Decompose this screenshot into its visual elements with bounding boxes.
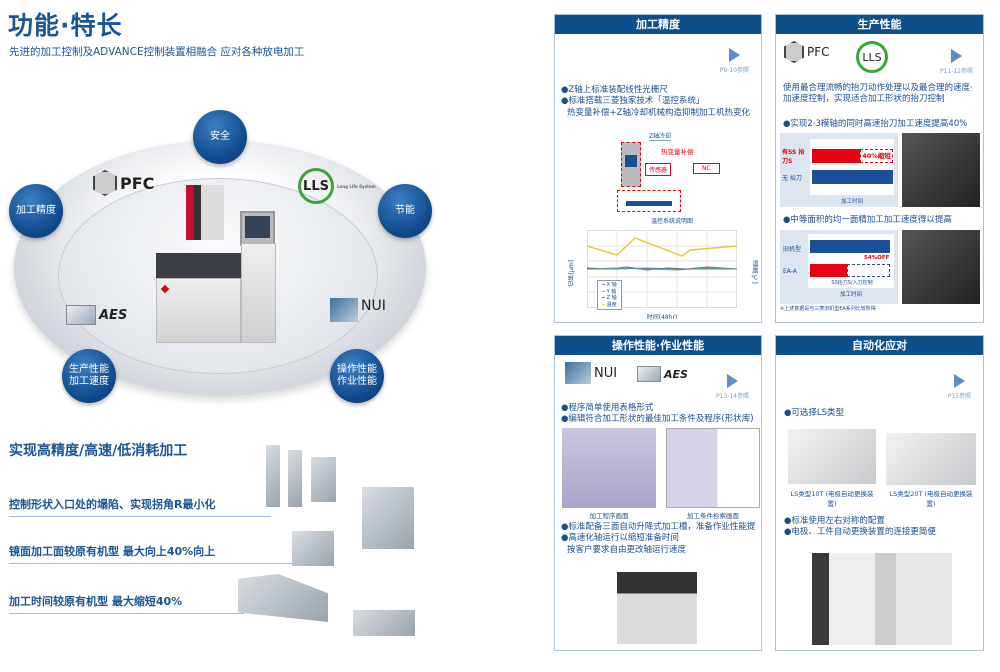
panel-accuracy: 加工精度 P9-10参照 ●Z轴上标准装配线性光栅尺 ●标准搭载三菱独家技术「温…: [554, 14, 762, 323]
caption: 加工程序画面: [589, 512, 629, 520]
bullet: ●高速化轴运行以缩短准备时间: [561, 533, 679, 544]
bubble-energy: 节能: [378, 184, 432, 238]
program-screen-image: [562, 428, 656, 508]
workpiece-image-pocket: [353, 610, 415, 636]
caption: 加工条件检索画面: [687, 512, 739, 520]
bullet: ●标准使用左右对称的配置: [784, 516, 885, 526]
page-subtitle: 先进的加工控制及ADVANCE控制装置相融合 应对各种放电加工: [9, 46, 305, 58]
aes-icon: [66, 305, 96, 325]
aes-logo: AES: [637, 366, 688, 382]
workpiece-image-mirror: [292, 531, 334, 566]
bar-new: [810, 264, 847, 277]
bubble-accuracy: 加工精度: [9, 184, 63, 238]
panel-automation: 自动化应对 P15参照 ●可选择LS类型 LS类型10T (电极自动更换装置) …: [775, 335, 984, 651]
panel-title: 生产性能: [776, 15, 983, 34]
pfc-logo: PFC: [784, 41, 830, 63]
x-axis-label: 时间(48hr): [646, 314, 678, 321]
bullet: ●标准搭载三菱独家技术「温控系统」: [561, 96, 705, 107]
bubble-operation: 操作性能 作业性能: [330, 349, 384, 403]
speed-chart-1: 有SS 抬刀S 40%缩短 无 抬刀 加工时间: [780, 133, 898, 207]
play-icon: [950, 49, 962, 63]
aes-logo: AES: [66, 305, 127, 325]
workpiece-image-molds: [238, 574, 328, 622]
workpiece-photo: [902, 133, 980, 207]
bullet: ●Z轴上标准装配线性光栅尺: [561, 85, 668, 95]
feature-item: 加工时间较原有机型 最大缩短40%: [9, 593, 244, 614]
bullet: ●程序简单使用表格形式: [561, 403, 654, 413]
page-ref-link[interactable]: P15参照: [948, 374, 971, 400]
bullet-cont: 热变量补偿+Z轴冷却机械构造抑制加工机热变化: [567, 107, 750, 118]
bar-without: [812, 170, 893, 184]
description: 使用最合理流畅的抬刀动作处理以及最合理的速度·加速度控制，实现适合加工形状的抬刀…: [783, 83, 973, 105]
pfc-logo: PFC: [93, 170, 154, 196]
panel-title: 自动化应对: [776, 336, 983, 355]
series-y: [587, 267, 737, 271]
play-icon: [728, 48, 740, 62]
bar-with: [812, 149, 860, 163]
panel-operation: 操作性能·作业性能 NUI AES P13-14参照 ●程序简单使用表格形式 ●…: [554, 335, 762, 651]
workpiece-image-parts: [266, 445, 338, 507]
bullet: ●实现2·3模轴的同时高速抬刀加工速度提高40%: [783, 119, 968, 129]
machine-image: [617, 572, 697, 644]
play-icon: [726, 374, 738, 388]
caption: LS类型20T (电极自动更换装置): [889, 490, 973, 508]
nui-logo: NUI: [565, 362, 617, 384]
page-ref-link[interactable]: P13-14参照: [716, 374, 749, 400]
y2-axis-label: 温度[℃]: [751, 260, 758, 284]
speed-chart-2: 旧机型 54%OFF EA-A SS抬刀S/入刀控制 加工时间: [780, 230, 898, 304]
feature-item: 控制形状入口处的塌陷、实现拐角R最小化: [9, 496, 271, 517]
condition-screen-image: [666, 428, 760, 508]
page-ref-link[interactable]: P9-10参照: [720, 48, 749, 74]
ls10t-image: [788, 429, 876, 484]
bullet-cont: 按客户要求自由更改轴运行速度: [567, 544, 687, 555]
workpiece-photo: [902, 230, 980, 304]
feature-item: 镜面加工面较原有机型 最大向上40%向上: [9, 543, 294, 564]
lls-logo: LLS: [856, 41, 888, 73]
nui-logo: NUI: [330, 298, 386, 322]
thermal-diagram: Z轴冷却 热变量补偿 传感器 NC 温控系统说明图: [617, 127, 731, 225]
pfc-icon: [93, 170, 117, 196]
bullet: ●中等面积的均一面精加工加工速度得以提高: [783, 215, 952, 225]
nui-icon: [330, 298, 358, 322]
ls20t-image: [886, 433, 976, 485]
bullet: ●标准配备三面自动升降式加工槽，准备作业性能提: [561, 522, 756, 532]
panel-title: 加工精度: [555, 15, 761, 34]
series-x: [587, 267, 737, 270]
bullet: ●电极、工件自动更换装置的连接更简便: [784, 527, 936, 538]
automation-system-image: [812, 553, 952, 645]
footnote: ※上述数据是与三菱旧机型EA系列比较所得: [780, 306, 876, 312]
caption: LS类型10T (电极自动更换装置): [790, 490, 874, 508]
bubble-safety: 安全: [193, 110, 247, 164]
bullet: ●可选择LS类型: [784, 408, 845, 418]
bubble-productivity: 生产性能 加工速度: [62, 349, 116, 403]
play-icon: [953, 374, 965, 388]
features-heading: 实现高精度/高速/低消耗加工: [9, 443, 188, 459]
edm-machine-image: [152, 183, 287, 353]
bar-old: [810, 240, 890, 253]
thermal-displacement-chart: 位移[μm] 温度[℃] ━ X 轴 ━ Y 轴 ━ Z 轴 ━ 温度 时间(4…: [568, 230, 758, 322]
bullet: ●编辑符合加工形状的最佳加工条件及程序(形状库): [561, 414, 754, 425]
workpiece-image-block: [362, 487, 414, 549]
series-temperature: [587, 237, 737, 257]
page-ref-link[interactable]: P11-12参照: [940, 49, 973, 75]
page-title: 功能·特长: [8, 11, 123, 40]
chart-legend: ━ X 轴 ━ Y 轴 ━ Z 轴 ━ 温度: [597, 280, 622, 310]
y-axis-label: 位移[μm]: [568, 260, 575, 287]
panel-productivity: 生产性能 PFC LLS P11-12参照 使用最合理流畅的抬刀动作处理以及最合…: [775, 14, 984, 323]
panel-title: 操作性能·作业性能: [555, 336, 761, 355]
